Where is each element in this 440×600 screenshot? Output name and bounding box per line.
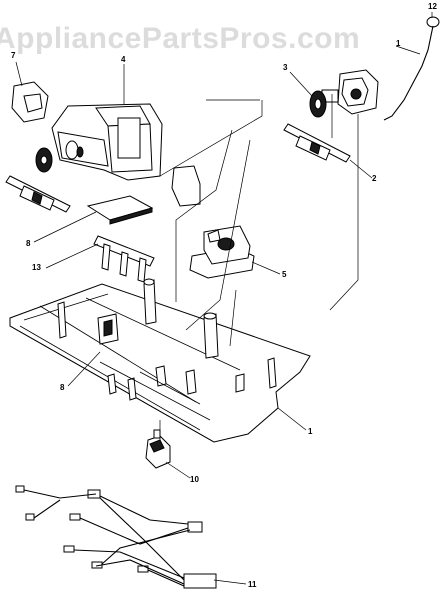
part-5-valve[interactable]: [189, 225, 255, 279]
part-4-damper-housing[interactable]: [51, 103, 163, 181]
part-8-pad[interactable]: [86, 195, 154, 225]
part-10-switch[interactable]: [145, 429, 171, 469]
part-12-sensor[interactable]: [383, 16, 440, 121]
part-1-base-plate[interactable]: [9, 278, 311, 443]
part-13-bracket[interactable]: [93, 235, 155, 283]
callout-5: 5: [282, 270, 287, 279]
part-gear-left[interactable]: [35, 147, 53, 173]
callout-11: 11: [248, 580, 257, 589]
callout-12: 12: [428, 2, 437, 11]
callout-10: 10: [190, 475, 199, 484]
leader-lines: [15, 12, 433, 585]
part-11-wire-harness[interactable]: [15, 485, 217, 589]
part-insert-block[interactable]: [171, 165, 201, 207]
callout-1-upper: 1: [396, 39, 401, 48]
callout-8-lower: 8: [60, 383, 65, 392]
part-2-rail[interactable]: [283, 123, 351, 163]
callout-8-upper: 8: [26, 239, 31, 248]
callout-7: 7: [11, 51, 16, 60]
callout-1-lower: 1: [308, 427, 313, 436]
part-1-control-motor[interactable]: [321, 69, 379, 115]
part-rail-left[interactable]: [5, 175, 71, 213]
callout-3: 3: [283, 63, 288, 72]
callout-2: 2: [372, 174, 377, 183]
callout-13: 13: [32, 263, 41, 272]
callout-4: 4: [121, 55, 126, 64]
part-3-gear[interactable]: [309, 90, 327, 118]
part-7-block[interactable]: [11, 81, 49, 123]
